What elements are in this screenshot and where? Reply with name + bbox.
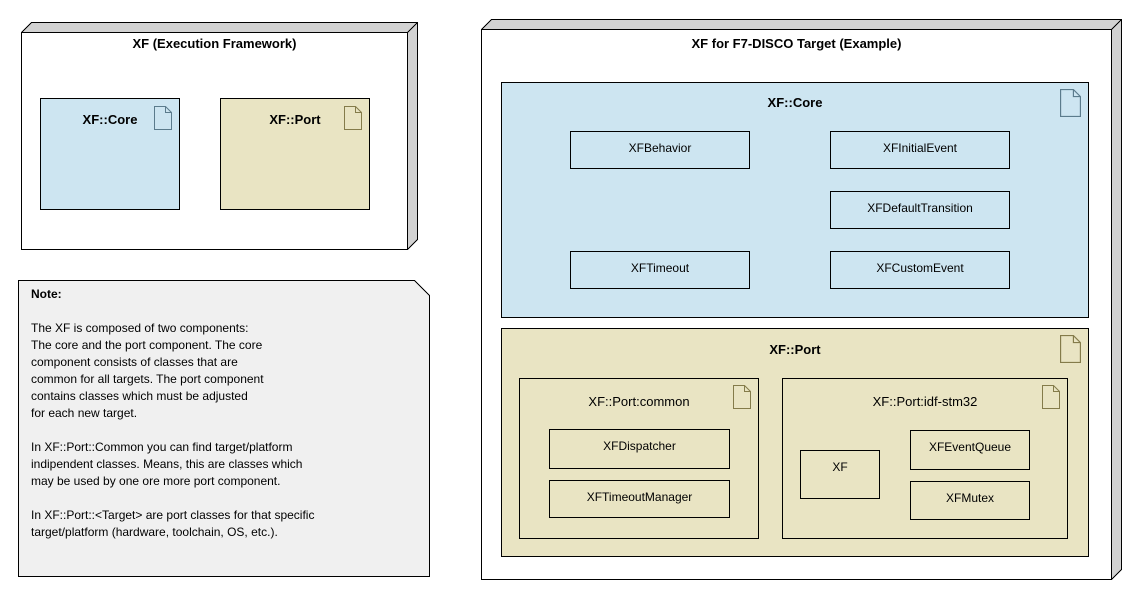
artifact-xf-core: XF::Core xyxy=(40,98,180,210)
note-body: The XF is composed of two components: Th… xyxy=(31,321,315,539)
class-xfbehavior: XFBehavior xyxy=(570,131,750,169)
note-shape xyxy=(18,280,430,577)
package-xf-port-idf-stm32: XF::Port:idf-stm32 xyxy=(782,378,1068,539)
document-icon xyxy=(344,106,362,130)
package-title: XF::Port xyxy=(769,342,821,357)
class-xfcustomevent: XFCustomEvent xyxy=(830,251,1010,289)
class-xftimeoutmanager: XFTimeoutManager xyxy=(549,480,730,518)
class-xfdispatcher: XFDispatcher xyxy=(549,429,730,469)
package-title: XF::Core xyxy=(767,95,823,110)
class-xfinitialevent: XFInitialEvent xyxy=(830,131,1010,169)
document-icon xyxy=(733,385,751,409)
artifact-label: XF::Port xyxy=(269,112,321,127)
class-xf: XF xyxy=(800,450,880,499)
right-node-title: XF for F7-DISCO Target (Example) xyxy=(691,36,902,51)
class-xfmutex: XFMutex xyxy=(910,481,1030,520)
class-xftimeout: XFTimeout xyxy=(570,251,750,289)
note-title: Note: xyxy=(31,287,62,301)
document-icon xyxy=(1042,385,1060,409)
class-xfdefaulttransition: XFDefaultTransition xyxy=(830,191,1010,229)
package-xf-core: XF::Core xyxy=(501,82,1089,318)
note-text: Note: The XF is composed of two componen… xyxy=(31,286,408,541)
package-xf-port-common: XF::Port:common xyxy=(519,378,759,539)
left-node-title: XF (Execution Framework) xyxy=(132,36,297,51)
class-xfeventqueue: XFEventQueue xyxy=(910,430,1030,470)
subpackage-title: XF::Port:idf-stm32 xyxy=(872,394,978,409)
document-icon xyxy=(154,106,172,130)
package-xf-port: XF::Port xyxy=(501,328,1089,557)
document-icon xyxy=(1060,89,1081,117)
subpackage-title: XF::Port:common xyxy=(588,394,690,409)
artifact-label: XF::Core xyxy=(82,112,138,127)
note: Note: The XF is composed of two componen… xyxy=(18,280,430,577)
artifact-xf-port: XF::Port xyxy=(220,98,370,210)
document-icon xyxy=(1060,335,1081,363)
